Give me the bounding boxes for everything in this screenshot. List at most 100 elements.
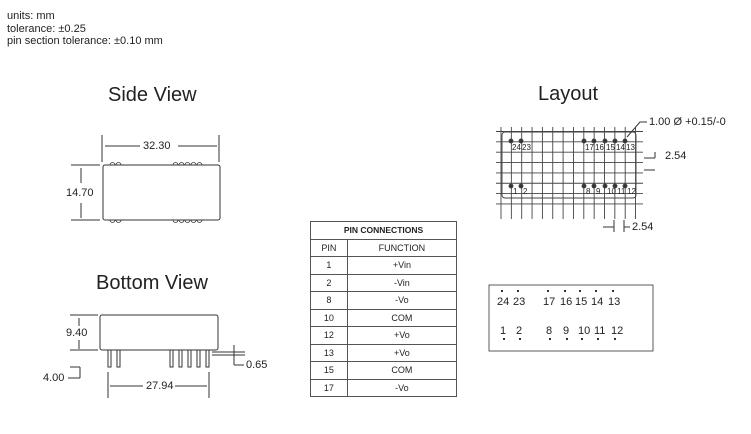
table-row: 8-Vo <box>310 291 458 310</box>
pin-marker <box>517 290 519 292</box>
table-row: 2-Vin <box>310 273 458 292</box>
pin-cell: 1 <box>310 256 348 275</box>
pin-hole <box>591 183 597 189</box>
pin-box-label: 12 <box>611 325 624 337</box>
pin-hole <box>602 138 608 144</box>
pin-tolerance-note: pin section tolerance: ±0.10 mm <box>7 35 163 47</box>
pin-marker <box>519 338 521 340</box>
pin-marker <box>547 290 549 292</box>
pin-hole <box>518 138 524 144</box>
pin-hole <box>518 183 524 189</box>
pin-marker <box>579 290 581 292</box>
pin-hole <box>612 183 618 189</box>
layout-pin-label: 8 <box>586 187 591 196</box>
bottom-height-dim: 9.40 <box>66 327 88 339</box>
table-title: PIN CONNECTIONS <box>310 221 457 240</box>
function-cell: -Vo <box>346 291 458 310</box>
layout-pin-label: 10 <box>607 187 616 196</box>
pin-box <box>488 284 654 352</box>
bottom-view <box>68 314 245 398</box>
table-row: 17-Vo <box>310 378 458 397</box>
pin-marker <box>503 338 505 340</box>
pin-marker <box>612 290 614 292</box>
layout-pin-label: 11 <box>617 187 626 196</box>
pin-hole <box>581 138 587 144</box>
units-note: units: mm <box>7 10 55 22</box>
pin-length-dim: 4.00 <box>43 372 65 384</box>
layout-pin-label: 9 <box>596 187 601 196</box>
layout-pin-label: 13 <box>626 143 635 152</box>
pin-box-label: 24 <box>497 296 510 308</box>
side-height-dim: 14.70 <box>66 187 94 199</box>
side-width-dim: 32.30 <box>143 140 171 152</box>
pin-span-dim: 27.94 <box>146 380 174 392</box>
hole-dim: 1.00 Ø +0.15/-0 <box>649 116 726 128</box>
pitch-h-dim: 2.54 <box>632 221 654 233</box>
header-function: FUNCTION <box>346 238 458 257</box>
pin-box-label: 11 <box>594 325 606 337</box>
layout-pin-label: 17 <box>585 143 594 152</box>
pin-box-label: 17 <box>543 296 556 308</box>
layout-pin-label: 15 <box>606 143 615 152</box>
pin-hole <box>602 183 608 189</box>
function-cell: COM <box>346 361 458 380</box>
pin-cell: 2 <box>310 273 348 292</box>
pin-marker <box>566 338 568 340</box>
pin-hole <box>508 138 514 144</box>
pin-hole <box>612 138 618 144</box>
pin-box-label: 23 <box>513 296 526 308</box>
pin-box-label: 10 <box>578 325 591 337</box>
function-cell: +Vin <box>346 256 458 275</box>
pin-box-label: 15 <box>575 296 588 308</box>
function-cell: -Vin <box>346 273 458 292</box>
side-view <box>71 135 221 223</box>
layout-grid <box>496 127 643 219</box>
table-row: 1+Vin <box>310 256 458 275</box>
pin-box-label: 9 <box>563 325 570 337</box>
pin-hole <box>581 183 587 189</box>
layout-pin-label: 2 <box>523 187 528 196</box>
header-pin: PIN <box>310 238 348 257</box>
function-cell: COM <box>346 308 458 327</box>
pin-box-label: 13 <box>608 296 621 308</box>
layout-title: Layout <box>538 83 599 105</box>
pin-cell: 8 <box>310 291 348 310</box>
pin-cell: 13 <box>310 343 348 362</box>
tolerance-note: tolerance: ±0.25 <box>7 22 86 35</box>
pin-cell: 10 <box>310 308 348 327</box>
pin-box-label: 8 <box>546 325 553 337</box>
pin-hole <box>622 183 628 189</box>
side-view-title: Side View <box>108 84 197 106</box>
pin-hole <box>591 138 597 144</box>
pin-hole <box>622 138 628 144</box>
function-cell: +Vo <box>346 343 458 362</box>
pin-marker <box>614 338 616 340</box>
layout-pin-label: 12 <box>627 187 636 196</box>
function-cell: +Vo <box>346 326 458 345</box>
pin-box-label: 2 <box>516 325 523 337</box>
pin-marker <box>595 290 597 292</box>
table-row: 12+Vo <box>310 326 458 345</box>
table-row: 13+Vo <box>310 343 458 362</box>
layout-pin-label: 1 <box>513 187 518 196</box>
layout-dims <box>603 121 656 232</box>
layout-pin-label: 24 <box>512 143 521 152</box>
bottom-view-title: Bottom View <box>96 272 208 294</box>
pin-marker <box>597 338 599 340</box>
pin-box-label: 14 <box>591 296 604 308</box>
pin-box-label: 16 <box>560 296 573 308</box>
pin-cell: 17 <box>310 378 348 397</box>
pitch-v-dim: 2.54 <box>665 150 687 162</box>
pin-cell: 15 <box>310 361 348 380</box>
pin-box-label: 1 <box>500 325 507 337</box>
pin-marker <box>564 290 566 292</box>
layout-pin-label: 16 <box>595 143 604 152</box>
pin-marker <box>549 338 551 340</box>
pin-cell: 12 <box>310 326 348 345</box>
notes: units: mm tolerance: ±0.25 pin section t… <box>7 10 163 48</box>
pin-marker <box>501 290 503 292</box>
